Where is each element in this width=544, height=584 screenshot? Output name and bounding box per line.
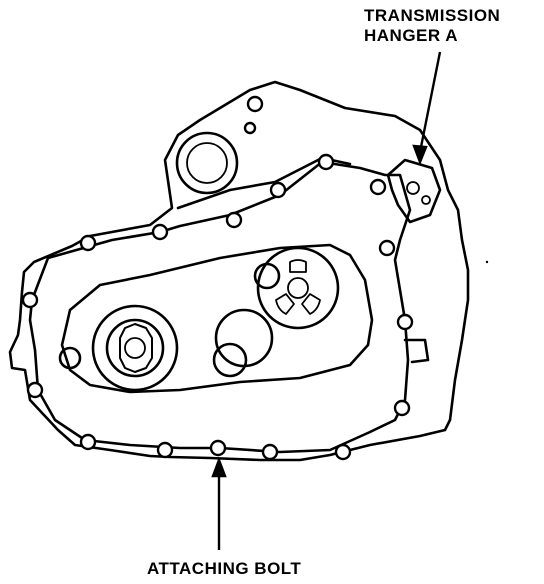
bolt (243, 121, 257, 135)
bolt (396, 313, 414, 331)
differential-hub (287, 277, 309, 299)
hanger-label-line-2: HANGER A (364, 26, 459, 45)
main-shaft-splines (119, 323, 153, 373)
left-boss (58, 346, 82, 370)
case-outline (8, 80, 470, 462)
hanger-arrowhead (412, 144, 428, 166)
idler-gear (214, 308, 274, 368)
bolt (269, 181, 287, 199)
bolt (334, 443, 352, 461)
speck (485, 260, 489, 264)
bolt (369, 178, 387, 196)
hanger-leader-line (418, 51, 442, 153)
differential-spoke-3 (275, 293, 295, 315)
upper-boss (175, 131, 239, 195)
bolt (151, 223, 169, 241)
bolt (21, 291, 39, 309)
right-tab (403, 338, 430, 364)
bolt (393, 399, 411, 417)
differential-small-boss (253, 262, 281, 290)
bolt (79, 234, 97, 252)
hanger-label-line-1: TRANSMISSION (364, 6, 501, 25)
hanger-hole-2 (421, 195, 431, 205)
bolt (26, 381, 44, 399)
bolt (378, 239, 396, 257)
hanger-hole-1 (406, 181, 420, 195)
idler-boss (212, 342, 248, 378)
gasket-flange (28, 160, 412, 454)
bolt (246, 95, 264, 113)
main-shaft-bore (124, 337, 146, 359)
gear-housing (60, 243, 374, 394)
upper-boss-inner (186, 142, 228, 184)
transmission-hanger-label: TRANSMISSION HANGER A (364, 6, 500, 46)
differential-spoke-1 (289, 259, 307, 273)
bolt-arrowhead (211, 456, 227, 478)
bolt (317, 153, 335, 171)
bolt (209, 439, 227, 457)
main-shaft-outer (91, 304, 179, 392)
bolt (156, 441, 174, 459)
differential-spoke-2 (301, 293, 321, 315)
bolt (261, 443, 279, 461)
bolt (79, 433, 97, 451)
attaching-bolt-label: ATTACHING BOLT (147, 559, 302, 578)
differential-gear (256, 246, 340, 330)
bolt (225, 211, 243, 229)
main-shaft-mid (105, 318, 165, 378)
transmission-hanger (386, 158, 442, 224)
bolt-holes (21, 95, 414, 461)
